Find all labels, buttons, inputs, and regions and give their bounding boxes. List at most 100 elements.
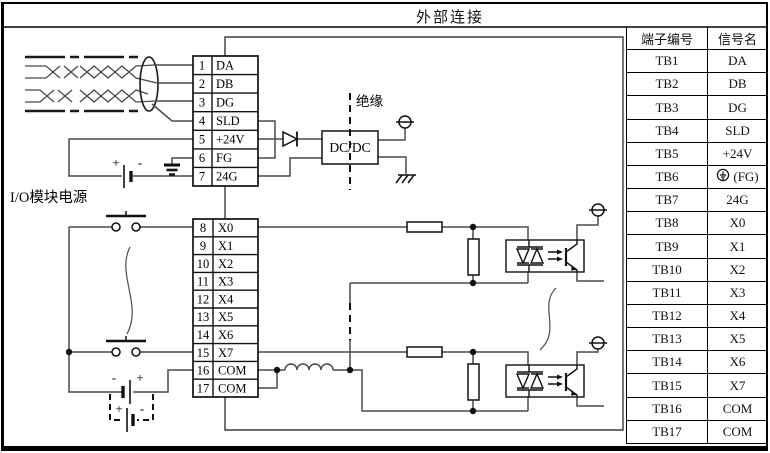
inductor-coil [284,363,334,371]
svg-text:X5: X5 [218,310,233,324]
svg-text:2: 2 [199,77,205,91]
svg-text:COM: COM [218,382,246,396]
svg-text:15: 15 [197,346,210,360]
terminal-circle-icon [589,336,607,350]
svg-text:+24V: +24V [216,133,245,147]
continuation-squiggle-right [539,287,557,351]
table-cell-signal-fg: (FG) [708,166,767,190]
battery-plus-label: + [136,370,143,385]
table-cell-terminal: TB8 [627,212,708,236]
svg-text:FG: FG [216,151,232,165]
table-cell-terminal: TB10 [627,258,708,282]
battery-plus-label: + [112,155,119,170]
battery-plus-label: + [115,401,122,416]
continuation-squiggle-left [125,246,133,335]
optocoupler-x0 [505,239,585,273]
terminal-block-lower: 8 X0 9 X1 10 X2 11 X3 12 X4 13 X5 14 X6 … [192,218,259,398]
table-cell-signal: X6 [708,351,767,375]
table-cell-signal: COM [708,421,767,444]
svg-text:X3: X3 [218,275,233,289]
table-cell-signal: X7 [708,374,767,398]
battery-minus-label: - [138,155,142,170]
optocoupler-x7 [505,364,585,398]
table-cell-signal: DA [708,50,767,74]
table-cell-signal: X4 [708,305,767,329]
table-cell-signal: X1 [708,235,767,259]
svg-text:8: 8 [200,221,206,235]
input-battery: - + [112,370,144,404]
svg-text:X4: X4 [218,293,234,307]
signal-label: (FG) [733,169,759,185]
battery-minus-label: - [140,401,144,416]
table-cell-signal: X3 [708,282,767,305]
table-header-terminal: 端子编号 [627,27,708,51]
pushbutton-switch-x0 [106,211,146,232]
svg-text:1: 1 [199,59,205,73]
protective-earth-icon [716,168,730,186]
terminal-circle-icon [589,203,607,217]
twisted-pair-cable [25,55,159,113]
page-title: 外部连接 [415,10,484,26]
table-cell-terminal: TB2 [627,73,708,97]
svg-text:14: 14 [197,328,210,342]
table-cell-signal: SLD [708,120,767,143]
alternative-battery-dashed: + - [109,394,154,432]
resistor-x0-series [406,221,443,233]
table-cell-terminal: TB14 [627,351,708,375]
terminal-block-upper: 1 DA 2 DB 3 DG 4 SLD 5 +24V 6 FG 7 24G [192,55,259,187]
table-cell-terminal: TB1 [627,50,708,74]
terminal-table: 端子编号 信号名 TB1 DA TB2 DB TB3 DG TB4 SLD TB… [626,27,767,444]
table-cell-terminal: TB7 [627,189,708,213]
svg-text:9: 9 [200,239,206,253]
io-power-label: I/O模块电源 [10,189,88,206]
svg-text:7: 7 [199,170,205,184]
table-cell-terminal: TB3 [627,96,708,120]
table-cell-signal: DB [708,73,767,97]
table-cell-signal: 24G [708,189,767,213]
svg-text:DG: DG [216,96,234,110]
table-cell-signal: DG [708,96,767,120]
svg-text:5: 5 [199,133,205,147]
table-cell-signal: X0 [708,212,767,236]
svg-text:X2: X2 [218,257,233,271]
io-power-battery: + - [112,155,142,188]
svg-text:DA: DA [216,59,234,73]
table-cell-terminal: TB9 [627,235,708,259]
table-cell-signal: X2 [708,259,767,282]
earth-ground-icon [164,163,180,176]
insulation-label: 绝缘 [356,94,383,109]
resistor-x7-shunt [467,363,480,401]
table-cell-signal: X5 [708,328,767,352]
svg-text:3: 3 [199,96,205,110]
table-cell-terminal: TB5 [627,142,708,166]
cable-shield-ellipse [139,56,159,112]
resistor-x7-series [406,346,443,358]
table-cell-terminal: TB6 [627,165,708,190]
svg-text:24G: 24G [216,170,238,184]
table-cell-terminal: TB13 [627,328,708,352]
svg-text:16: 16 [197,364,210,378]
svg-text:4: 4 [199,114,206,128]
table-header-signal: 信号名 [708,27,767,51]
svg-text:11: 11 [197,275,209,289]
svg-text:DB: DB [216,77,233,91]
svg-text:COM: COM [218,364,246,378]
pushbutton-switch-x7 [106,336,146,357]
svg-text:X6: X6 [218,328,233,342]
table-cell-terminal: TB4 [627,119,708,143]
upper-wires [68,64,407,177]
junction-dots [65,223,477,415]
table-cell-terminal: TB15 [627,374,708,398]
svg-text:10: 10 [197,257,210,271]
table-cell-signal: +24V [708,143,767,166]
svg-text:X0: X0 [218,221,233,235]
table-cell-terminal: TB12 [627,304,708,329]
chassis-ground-icon [395,174,416,184]
svg-text:6: 6 [199,151,205,165]
module-outline [224,36,624,431]
table-cell-terminal: TB11 [627,281,708,305]
table-cell-signal: COM [708,398,767,421]
svg-text:13: 13 [197,310,210,324]
